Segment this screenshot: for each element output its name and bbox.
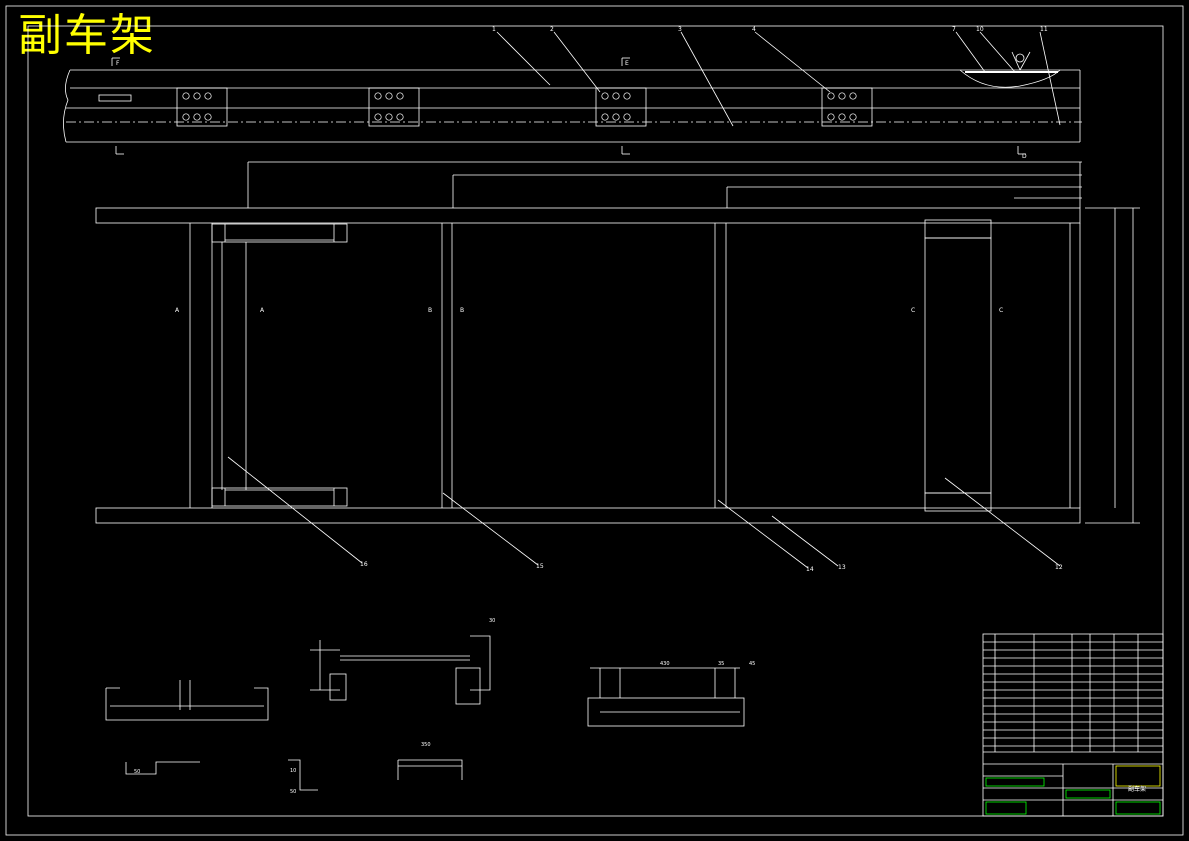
small-details [125,759,463,791]
balloon-14: 14 [806,566,814,573]
longitudinal-rail [95,207,1081,224]
section-mark-d: D [1022,153,1027,160]
dim-50-a: 50 [290,789,296,795]
section-mark-a-right: A [260,307,265,314]
balloon-13: 13 [838,564,846,571]
section-detail-2 [310,635,491,705]
title-block-accents [985,765,1161,815]
section-mark-c-left: C [911,307,915,314]
section-detail-1 [105,680,269,721]
balloon-12: 12 [1055,564,1063,571]
balloon-10: 10 [976,26,984,33]
inner-frame [27,25,1164,817]
balloon-16: 16 [360,561,368,568]
section-mark-a-left: A [175,307,180,314]
balloon-7: 7 [952,26,956,33]
dim-350: 350 [421,742,431,748]
plan-view [95,161,1140,569]
top-elevation-view [63,31,1082,155]
balloon-15: 15 [536,563,544,570]
bolt-plate [176,87,228,127]
title-block [982,633,1164,817]
balloon-4: 4 [752,26,756,33]
section-mark-e: E [625,60,629,67]
title-block-name: 副车架 [1128,785,1146,793]
dim-45: 45 [749,661,755,667]
dim-35: 35 [718,661,724,667]
balloon-11: 11 [1040,26,1048,33]
bolt-plate [821,87,873,127]
drawing-title: 副车架 [18,10,156,61]
section-detail-3 [587,667,745,727]
section-mark-b-right: B [460,307,464,314]
bolt-plate [595,87,647,127]
longitudinal-rail [95,507,1081,524]
dim-30: 30 [489,618,495,624]
bolt-plate [368,87,420,127]
dim-50-b: 50 [134,769,140,775]
section-mark-b-left: B [428,307,432,314]
cross-plate [211,223,348,243]
balloon-1: 1 [492,26,496,33]
balloon-3: 3 [678,26,682,33]
section-mark-f: F [116,60,120,67]
section-mark-c-right: C [999,307,1003,314]
cross-plate [211,487,348,507]
dim-10: 10 [290,768,296,774]
outer-frame [5,5,1184,836]
dim-430: 430 [660,661,670,667]
balloon-2: 2 [550,26,554,33]
